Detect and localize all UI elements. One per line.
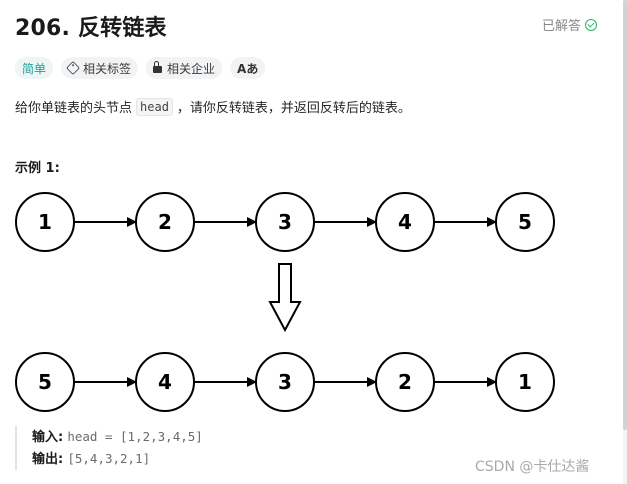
list-node-label: 5 [38, 370, 52, 394]
check-circle-icon [585, 18, 598, 31]
related-companies-label: 相关企业 [167, 61, 216, 76]
input-value: head = [1,2,3,4,5] [67, 429, 203, 444]
inline-code: head [136, 97, 173, 116]
list-node-label: 2 [158, 210, 172, 234]
solved-status: 已解答 [542, 15, 598, 34]
output-value: [5,4,3,2,1] [67, 451, 151, 466]
tag-icon [65, 60, 81, 76]
problem-description: 给你单链表的头节点 head ，请你反转链表，并返回反转后的链表。 [15, 97, 411, 116]
list-node-label: 2 [398, 370, 412, 394]
list-node-label: 1 [38, 210, 52, 234]
list-node-label: 4 [158, 370, 172, 394]
example-heading: 示例 1: [15, 161, 60, 176]
description-text-after: ，请你反转链表，并返回反转后的链表。 [176, 101, 411, 116]
description-text-before: 给你单链表的头节点 [15, 101, 133, 116]
list-node-label: 4 [398, 210, 412, 234]
list-node [495, 192, 555, 252]
list-node-label: 3 [278, 210, 292, 234]
solved-label: 已解答 [542, 19, 582, 34]
input-label: 输入: [32, 430, 64, 445]
tag-bar: 简单 相关标签 相关企业 Aあ [15, 57, 266, 79]
output-row: 输出: [5,4,3,2,1] [32, 448, 203, 470]
related-companies-button[interactable]: 相关企业 [146, 57, 223, 79]
output-label: 输出: [32, 452, 64, 467]
translate-icon: Aあ [237, 61, 259, 76]
list-node [495, 352, 555, 412]
watermark: CSDN @卡仕达酱 [475, 459, 590, 475]
problem-title: 206. 反转链表 [15, 16, 167, 41]
list-node-label: 5 [518, 210, 532, 234]
translate-button[interactable]: Aあ [230, 57, 266, 79]
linked-list-diagram: 1 2 3 4 5 5 4 3 2 1 [15, 192, 555, 412]
difficulty-badge: 简单 [15, 57, 54, 79]
lock-icon [153, 61, 163, 73]
related-tags-button[interactable]: 相关标签 [61, 57, 139, 79]
scrollbar-thumb[interactable] [623, 0, 627, 430]
related-tags-label: 相关标签 [83, 61, 132, 76]
list-node-label: 3 [278, 370, 292, 394]
output-list-row: 5 4 3 2 1 [15, 352, 555, 412]
difficulty-label: 简单 [22, 61, 47, 76]
list-node-label: 1 [518, 370, 532, 394]
input-row: 输入: head = [1,2,3,4,5] [32, 426, 203, 448]
example-io: 输入: head = [1,2,3,4,5] 输出: [5,4,3,2,1] [15, 426, 203, 470]
input-list-row: 1 2 3 4 5 [15, 192, 555, 252]
down-arrow-icon [268, 263, 302, 333]
